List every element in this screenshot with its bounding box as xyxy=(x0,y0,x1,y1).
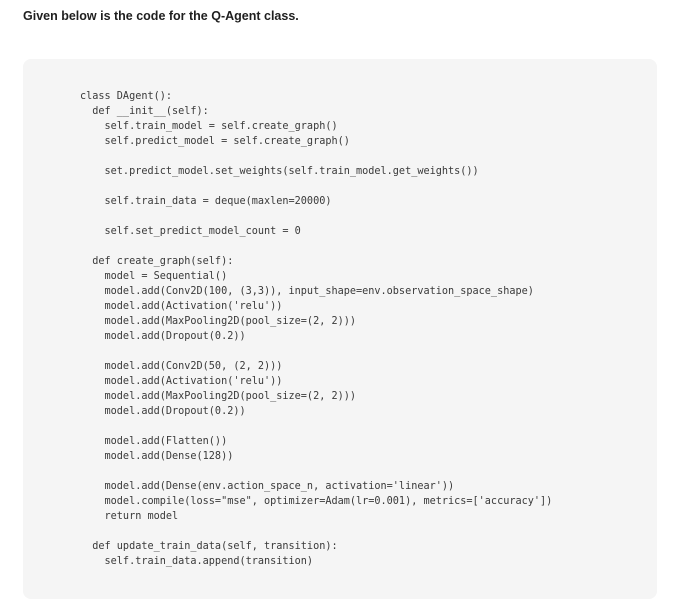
page-heading: Given below is the code for the Q-Agent … xyxy=(23,9,299,23)
code-block: class DAgent(): def __init__(self): self… xyxy=(80,89,552,569)
code-line: class DAgent(): xyxy=(80,91,173,102)
code-line: self.train_model = self.create_graph() xyxy=(80,121,338,132)
code-line: model = Sequential() xyxy=(80,271,228,282)
code-line xyxy=(80,344,552,359)
code-line: model.add(Dense(env.action_space_n, acti… xyxy=(80,481,455,492)
code-line: model.add(Dropout(0.2)) xyxy=(80,331,246,342)
code-line: self.predict_model = self.create_graph() xyxy=(80,136,350,147)
code-line: model.add(Dense(128)) xyxy=(80,451,234,462)
code-line: model.compile(loss="mse", optimizer=Adam… xyxy=(80,496,553,507)
code-line: def __init__(self): xyxy=(80,106,209,117)
code-line xyxy=(80,149,552,164)
code-line: def update_train_data(self, transition): xyxy=(80,541,338,552)
code-line: model.add(Flatten()) xyxy=(80,436,228,447)
code-line xyxy=(80,524,552,539)
code-line xyxy=(80,209,552,224)
code-line: self.train_data = deque(maxlen=20000) xyxy=(80,196,332,207)
code-line: model.add(MaxPooling2D(pool_size=(2, 2))… xyxy=(80,391,357,402)
code-line: return model xyxy=(80,511,179,522)
code-line: model.add(MaxPooling2D(pool_size=(2, 2))… xyxy=(80,316,357,327)
code-line: model.add(Conv2D(100, (3,3)), input_shap… xyxy=(80,286,534,297)
code-panel: class DAgent(): def __init__(self): self… xyxy=(23,59,657,599)
code-line xyxy=(80,464,552,479)
code-line: set.predict_model.set_weights(self.train… xyxy=(80,166,479,177)
code-line: model.add(Activation('relu')) xyxy=(80,301,283,312)
code-line: model.add(Activation('relu')) xyxy=(80,376,283,387)
code-line: self.set_predict_model_count = 0 xyxy=(80,226,301,237)
code-line: model.add(Dropout(0.2)) xyxy=(80,406,246,417)
code-line: model.add(Conv2D(50, (2, 2))) xyxy=(80,361,283,372)
code-line: def create_graph(self): xyxy=(80,256,234,267)
code-line xyxy=(80,419,552,434)
code-line xyxy=(80,239,552,254)
code-line: self.train_data.append(transition) xyxy=(80,556,314,567)
code-line xyxy=(80,179,552,194)
